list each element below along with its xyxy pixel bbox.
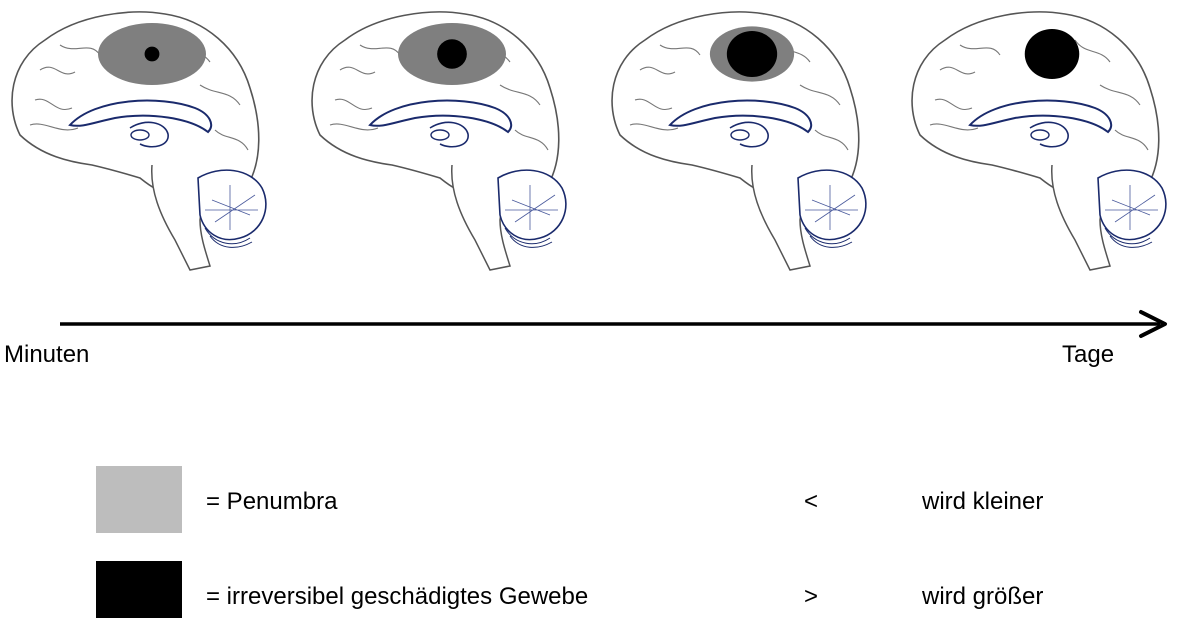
penumbra-swatch — [96, 466, 182, 533]
legend-core-symbol: > — [804, 583, 818, 611]
lesion-stage-2 — [398, 23, 506, 85]
core-swatch — [96, 561, 182, 618]
lesion-stage-3 — [710, 26, 794, 81]
legend-core-label: = irreversibel geschädigtes Gewebe — [206, 583, 588, 611]
core-zone-4 — [1025, 29, 1079, 79]
legend-penumbra-label: = Penumbra — [206, 488, 337, 516]
timeline-end-label: Tage — [1062, 341, 1114, 369]
lesion-stage-4 — [1025, 29, 1079, 79]
core-zone-1 — [145, 47, 160, 62]
legend-core-trend: wird größer — [922, 583, 1043, 611]
timeline-start-label: Minuten — [4, 341, 89, 369]
core-zone-3 — [727, 31, 777, 77]
lesion-stage-1 — [98, 23, 206, 85]
legend-penumbra-symbol: < — [804, 488, 818, 516]
core-zone-2 — [437, 39, 467, 68]
legend-penumbra-trend: wird kleiner — [922, 488, 1043, 516]
